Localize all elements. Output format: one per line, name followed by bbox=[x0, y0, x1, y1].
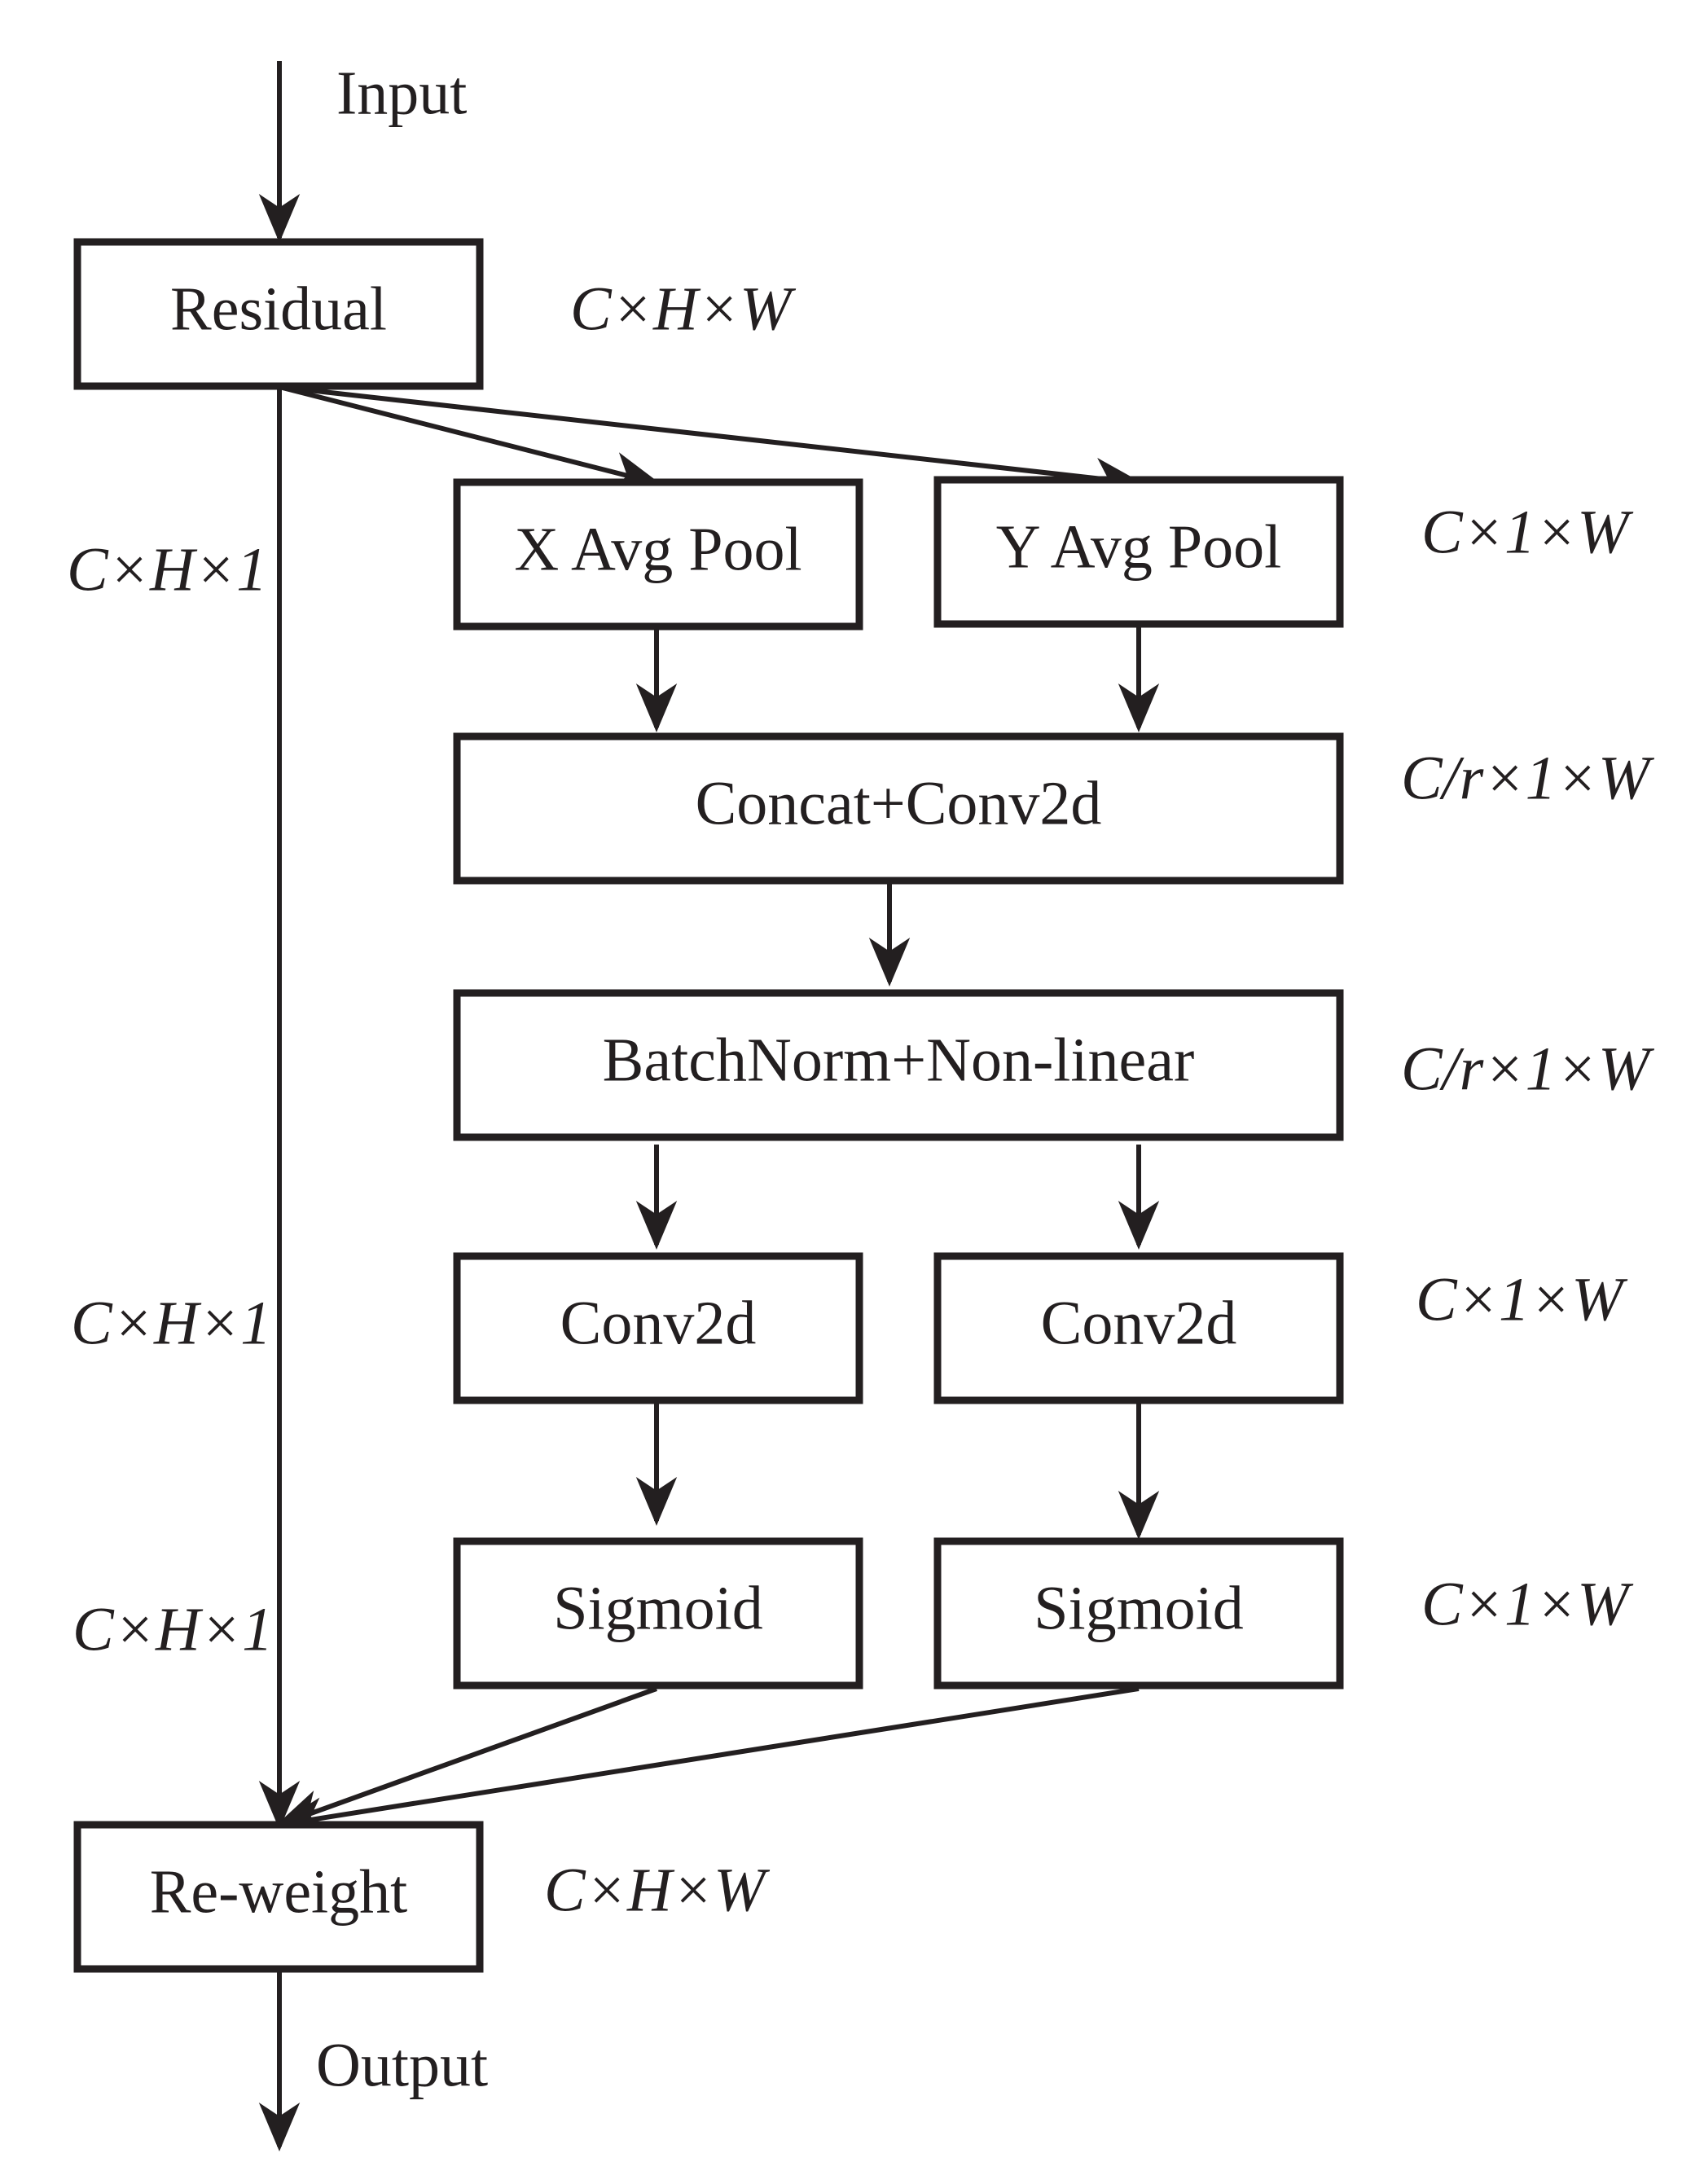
node-x-avg-pool: X Avg Pool bbox=[453, 478, 863, 631]
node-y-avg-pool-label: Y Avg Pool bbox=[996, 512, 1282, 581]
node-x-avg-pool-label: X Avg Pool bbox=[514, 515, 801, 583]
dim-label-residual: C×H×W bbox=[570, 275, 797, 343]
node-sigmoid-left-label: Sigmoid bbox=[553, 1574, 763, 1642]
node-residual: Residual bbox=[73, 238, 484, 390]
dim-label-concat: C/r×1×W bbox=[1401, 744, 1655, 812]
node-conv2d-right: Conv2d bbox=[933, 1252, 1344, 1404]
node-sigmoid-right: Sigmoid bbox=[933, 1537, 1344, 1690]
node-residual-label: Residual bbox=[170, 275, 387, 343]
node-batchnorm: BatchNorm+Non-linear bbox=[453, 989, 1344, 1141]
edge-residual-to-x-avg-pool bbox=[279, 385, 661, 493]
node-batchnorm-label: BatchNorm+Non-linear bbox=[603, 1026, 1195, 1094]
node-sigmoid-left: Sigmoid bbox=[453, 1537, 863, 1690]
dim-label-conv: C×1×W bbox=[1416, 1265, 1628, 1334]
edge-sigmoid-right-to-reweight bbox=[274, 1686, 1140, 1839]
edge-residual-to-y-avg-pool bbox=[279, 385, 1144, 499]
input-label: Input bbox=[336, 59, 467, 127]
dim-label-batchnorm: C/r×1×W bbox=[1401, 1035, 1655, 1103]
node-y-avg-pool: Y Avg Pool bbox=[933, 476, 1344, 628]
node-reweight: Re-weight bbox=[73, 1821, 484, 1973]
node-conv2d-left: Conv2d bbox=[453, 1252, 863, 1404]
edges bbox=[258, 61, 1160, 2151]
dim-label-left-3: C×H×1 bbox=[72, 1595, 273, 1663]
dim-label-sigmoid: C×1×W bbox=[1421, 1570, 1634, 1638]
dim-label-reweight: C×H×W bbox=[544, 1856, 771, 1924]
node-reweight-label: Re-weight bbox=[150, 1857, 408, 1926]
output-label: Output bbox=[316, 2031, 488, 2099]
dim-label-left-2: C×H×1 bbox=[71, 1289, 271, 1357]
dim-label-pool: C×1×W bbox=[1421, 498, 1634, 566]
node-concat-conv2d: Concat+Conv2d bbox=[453, 732, 1344, 885]
edge-sigmoid-left-to-reweight bbox=[274, 1686, 658, 1830]
node-conv2d-left-label: Conv2d bbox=[560, 1289, 757, 1357]
node-concat-conv2d-label: Concat+Conv2d bbox=[696, 769, 1102, 837]
dim-label-left-1: C×H×1 bbox=[67, 535, 267, 604]
node-conv2d-right-label: Conv2d bbox=[1041, 1289, 1237, 1357]
node-sigmoid-right-label: Sigmoid bbox=[1034, 1574, 1244, 1642]
